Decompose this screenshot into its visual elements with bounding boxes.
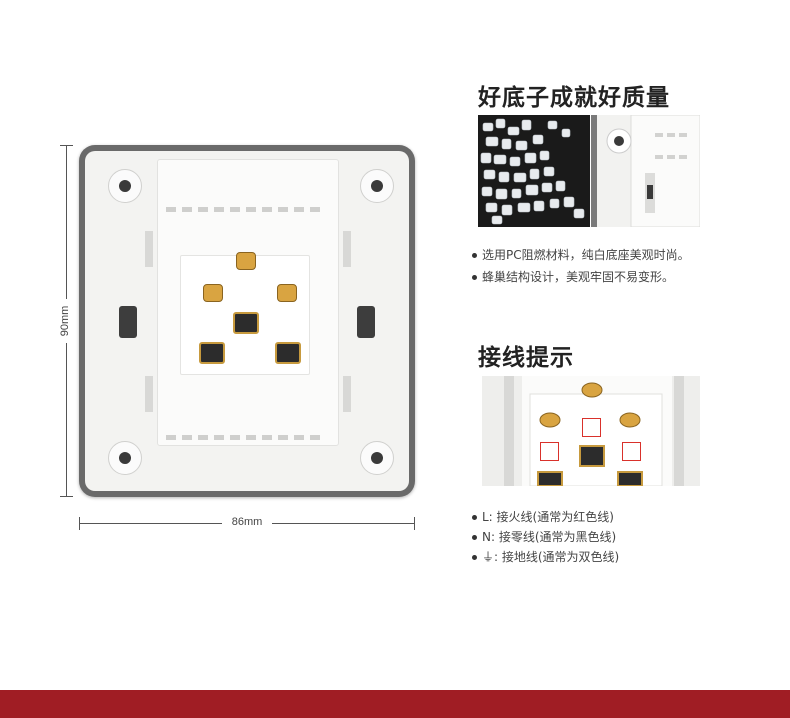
- rib: [294, 207, 304, 212]
- height-dimension-label: 90mm: [59, 299, 73, 343]
- terminal-closeup-image: [482, 376, 700, 486]
- screw-hole-bottom-right: [360, 441, 394, 475]
- socket-panel-back-view: [79, 145, 415, 497]
- height-dimension-tick-bottom: [60, 496, 73, 497]
- rib: [246, 435, 256, 440]
- wiring-terminal-photo: [482, 376, 700, 486]
- rib: [278, 207, 288, 212]
- rib: [310, 207, 320, 212]
- rib: [230, 435, 240, 440]
- side-slot-left-top: [145, 231, 153, 267]
- mounting-clip-left: [119, 306, 137, 338]
- screw-hole-top-left: [108, 169, 142, 203]
- width-dimension-label: 86mm: [222, 516, 272, 528]
- footer-bar: [0, 690, 790, 718]
- wiring-bullet-live: L: 接火线(通常为红色线): [472, 508, 614, 525]
- rib: [262, 207, 272, 212]
- neutral-contact-slot: [275, 342, 301, 364]
- screw-hole-top-right: [360, 169, 394, 203]
- mounting-clip-right: [357, 306, 375, 338]
- rib: [166, 435, 176, 440]
- ground-terminal-marker: [582, 418, 601, 437]
- wiring-bullet-text: L: 接火线(通常为红色线): [482, 510, 614, 524]
- quality-bullet-1: 选用PC阻燃材料，纯白底座美观时尚。: [472, 246, 690, 263]
- rib: [214, 435, 224, 440]
- socket-terminal-block: [180, 252, 310, 375]
- quality-section-title: 好底子成就好质量: [478, 84, 670, 110]
- live-terminal-marker: [540, 442, 559, 461]
- rib: [246, 207, 256, 212]
- rib: [198, 435, 208, 440]
- honeycomb-base-image: [591, 115, 700, 227]
- earth-contact-slot: [233, 312, 259, 334]
- height-dimension-tick-top: [60, 145, 73, 146]
- honeycomb-structure-photo: [591, 115, 700, 227]
- screw-hole-bottom-left: [108, 441, 142, 475]
- rib: [182, 435, 192, 440]
- wiring-bullet-earth: ⏚: 接地线(通常为双色线): [472, 548, 619, 565]
- wiring-bullet-text: N: 接零线(通常为黑色线): [482, 530, 617, 544]
- wiring-bullet-text: ⏚: 接地线(通常为双色线): [482, 550, 620, 564]
- earth-terminal-screw: [236, 252, 256, 270]
- rib: [262, 435, 272, 440]
- side-slot-left-bottom: [145, 376, 153, 412]
- neutral-terminal-marker: [622, 442, 641, 461]
- wiring-bullet-neutral: N: 接零线(通常为黑色线): [472, 528, 616, 545]
- live-terminal-screw: [203, 284, 223, 302]
- neutral-terminal-screw: [277, 284, 297, 302]
- side-slot-right-bottom: [343, 376, 351, 412]
- width-dimension-tick-right: [414, 517, 415, 530]
- pc-granules-image: [478, 115, 590, 227]
- quality-bullet-text: 蜂巢结构设计，美观牢固不易变形。: [482, 270, 675, 284]
- quality-bullet-text: 选用PC阻燃材料，纯白底座美观时尚。: [482, 248, 690, 262]
- rib: [166, 207, 176, 212]
- rib: [294, 435, 304, 440]
- rib: [214, 207, 224, 212]
- side-slot-right-top: [343, 231, 351, 267]
- width-dimension-tick-left: [79, 517, 80, 530]
- rib: [230, 207, 240, 212]
- quality-bullet-2: 蜂巢结构设计，美观牢固不易变形。: [472, 268, 674, 285]
- pc-material-photo: [478, 115, 590, 227]
- rib: [278, 435, 288, 440]
- rib: [310, 435, 320, 440]
- rib: [182, 207, 192, 212]
- live-contact-slot: [199, 342, 225, 364]
- rib: [198, 207, 208, 212]
- wiring-section-title: 接线提示: [478, 344, 574, 370]
